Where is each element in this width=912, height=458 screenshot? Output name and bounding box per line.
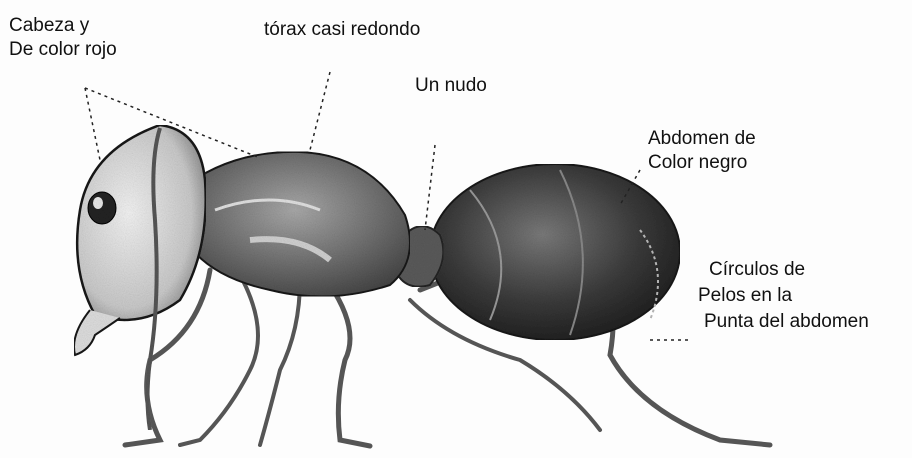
label-head-line2: De color rojo	[9, 38, 117, 62]
abdomen	[430, 164, 680, 340]
pointer-thorax	[310, 72, 330, 150]
label-circles-line2: Pelos en la	[692, 284, 869, 308]
abdomen-body	[430, 164, 680, 340]
head	[74, 125, 206, 430]
front-leg-2	[180, 275, 258, 445]
middle-leg-2	[260, 280, 300, 445]
label-circles-line3: Punta del abdomen	[692, 310, 869, 334]
label-node: Un nudo	[415, 74, 487, 98]
thorax-body	[180, 152, 410, 297]
label-abdomen-line1: Abdomen de	[648, 127, 756, 151]
label-abdomen: Abdomen de Color negro	[648, 127, 756, 175]
label-circles-line1: Círculos de	[692, 258, 869, 282]
label-head-line1: Cabeza y	[9, 14, 117, 38]
label-abdomen-line2: Color negro	[648, 151, 756, 175]
eye	[88, 192, 116, 224]
label-head: Cabeza y De color rojo	[9, 14, 117, 62]
pointer-node	[425, 145, 435, 230]
label-circles: Círculos de Pelos en la Punta del abdome…	[692, 258, 869, 334]
middle-leg	[330, 285, 370, 446]
pointer-head-a	[85, 88, 100, 160]
label-thorax: tórax casi redondo	[264, 18, 420, 42]
eye-highlight	[93, 197, 103, 209]
thorax	[180, 152, 410, 297]
mandible	[74, 310, 120, 355]
